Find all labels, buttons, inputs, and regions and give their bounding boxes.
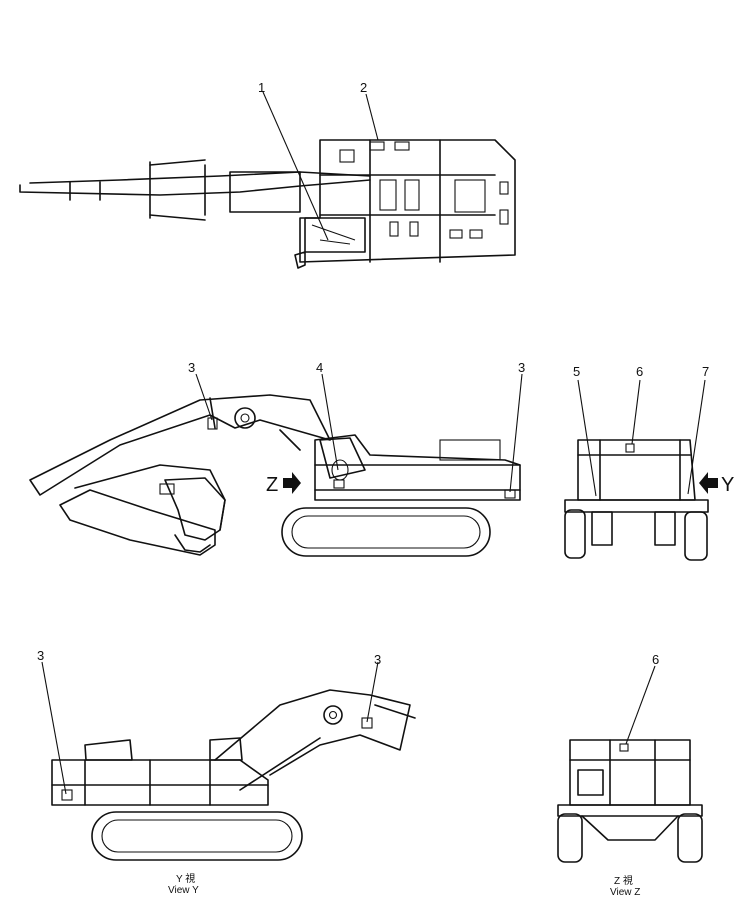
view-arrow-y-label: Y bbox=[721, 474, 734, 496]
callout-3-side-rear: 3 bbox=[518, 360, 525, 375]
callout-4: 4 bbox=[316, 360, 323, 375]
callout-7: 7 bbox=[702, 364, 709, 379]
view-z-drawing bbox=[557, 665, 703, 863]
callout-6-view-z: 6 bbox=[652, 652, 659, 667]
top-view bbox=[19, 91, 516, 269]
caption-view-y: View Y bbox=[168, 885, 199, 896]
view-y-drawing bbox=[41, 661, 416, 861]
caption-view-z: View Z bbox=[610, 887, 640, 898]
side-view bbox=[29, 373, 523, 557]
view-arrow-z bbox=[283, 472, 301, 494]
view-arrow-y bbox=[699, 472, 718, 494]
callout-5: 5 bbox=[573, 364, 580, 379]
rear-view-top bbox=[564, 379, 709, 561]
callout-2: 2 bbox=[360, 80, 367, 95]
view-arrow-z-label: Z bbox=[266, 474, 278, 496]
callout-6-rear: 6 bbox=[636, 364, 643, 379]
caption-view-y-jp: Y 視 bbox=[176, 872, 195, 885]
callout-3-side-boom: 3 bbox=[188, 360, 195, 375]
caption-view-z-jp: Z 視 bbox=[614, 874, 633, 887]
callout-3-view-y-left: 3 bbox=[37, 648, 44, 663]
callout-1: 1 bbox=[258, 80, 265, 95]
callout-3-view-y-boom: 3 bbox=[374, 652, 381, 667]
